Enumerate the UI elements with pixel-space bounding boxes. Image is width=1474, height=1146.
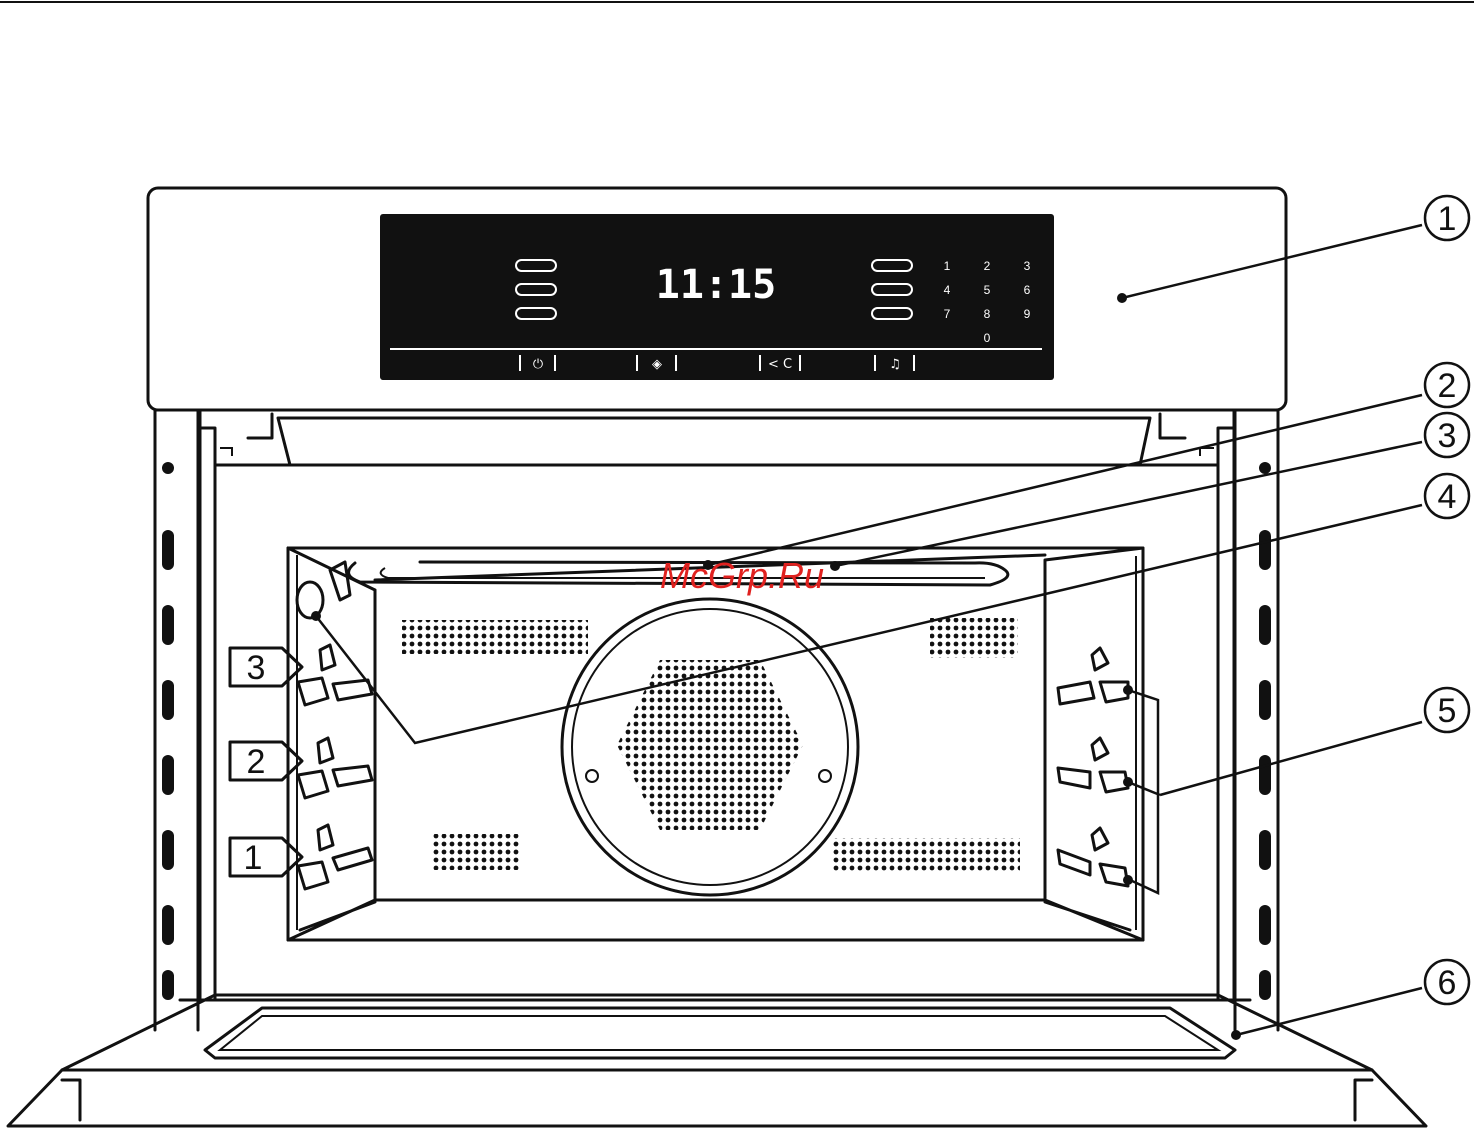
svg-text:4: 4 <box>1438 478 1457 516</box>
svg-text:2: 2 <box>247 743 266 781</box>
callout-3: 3 <box>1425 413 1469 457</box>
callout-5: 5 <box>1425 688 1469 732</box>
key-2[interactable]: 2 <box>984 259 991 273</box>
svg-text:6: 6 <box>1438 964 1457 1002</box>
left-shelf-supports <box>298 645 372 889</box>
power-icon[interactable]: ⏻ <box>533 357 543 372</box>
callout-6: 6 <box>1425 960 1469 1004</box>
svg-text:1: 1 <box>1438 200 1457 238</box>
key-0[interactable]: 0 <box>984 331 991 345</box>
callout-4: 4 <box>1425 474 1469 518</box>
svg-text:5: 5 <box>1438 692 1457 730</box>
diamond-icon[interactable]: ◈ <box>652 357 662 372</box>
key-5[interactable]: 5 <box>984 283 991 297</box>
svg-text:3: 3 <box>247 649 266 687</box>
vent-bottom-right <box>832 838 1020 872</box>
svg-text:2: 2 <box>1438 367 1457 405</box>
key-7[interactable]: 7 <box>944 307 951 321</box>
shelf-level-2: 2 <box>230 742 302 781</box>
svg-text:3: 3 <box>1438 417 1457 455</box>
svg-text:1: 1 <box>244 839 263 877</box>
clock-display: 11:15 <box>656 262 776 308</box>
key-4[interactable]: 4 <box>944 283 951 297</box>
key-6[interactable]: 6 <box>1024 283 1031 297</box>
fan-grille <box>617 660 803 830</box>
back-clear-icon[interactable]: < C <box>768 357 792 372</box>
top-vent <box>215 414 1218 465</box>
shelf-level-1: 1 <box>230 838 302 877</box>
right-shelf-supports <box>1058 648 1128 886</box>
key-1[interactable]: 1 <box>944 259 951 273</box>
key-3[interactable]: 3 <box>1024 259 1031 273</box>
bell-icon[interactable]: ♫ <box>889 357 901 372</box>
vent-top-left <box>402 620 588 654</box>
vent-bottom-left <box>432 834 520 870</box>
key-9[interactable]: 9 <box>1024 307 1031 321</box>
callout-2: 2 <box>1425 363 1469 407</box>
key-8[interactable]: 8 <box>984 307 991 321</box>
oven-door <box>8 995 1426 1126</box>
callout-1: 1 <box>1425 196 1469 240</box>
vent-top-right <box>930 618 1018 658</box>
watermark: McGrp.Ru <box>660 555 824 596</box>
shelf-level-3: 3 <box>230 648 302 687</box>
